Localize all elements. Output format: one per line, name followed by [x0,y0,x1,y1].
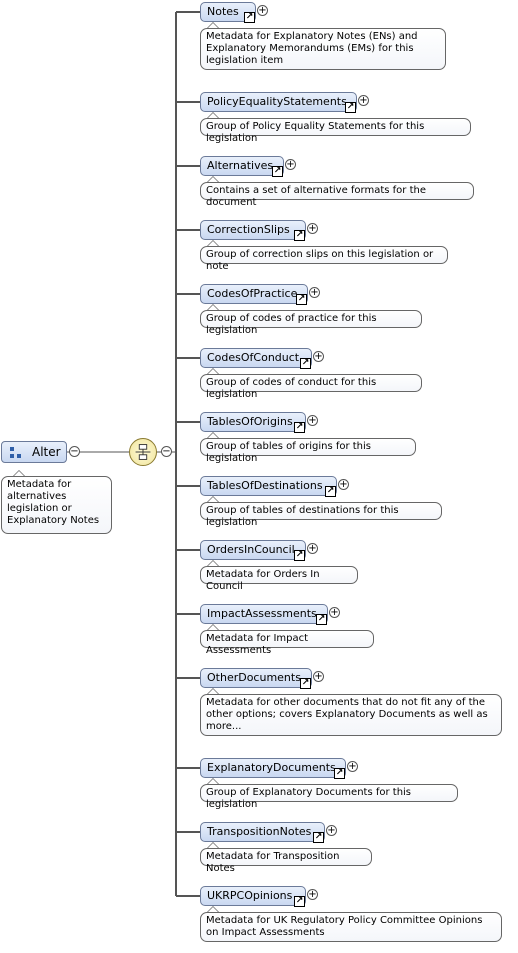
element-ordersincouncil[interactable]: OrdersInCouncil [200,540,306,560]
doc-pointer [206,432,220,439]
reference-arrow-icon: ↗ [294,550,305,561]
root-documentation: Metadata for alternatives legislation or… [1,476,112,534]
documentation-ordersincouncil: Metadata for Orders In Council [200,566,358,592]
expand-icon[interactable]: + [326,825,337,836]
element-alternatives[interactable]: Alternatives [200,156,284,176]
documentation-codesofconduct: Group of codes of conduct for this legis… [200,374,422,400]
reference-arrow-icon: ↗ [300,678,311,689]
reference-arrow-icon: ↗ [294,422,305,433]
documentation-ukrpcopinions: Metadata for UK Regulatory Policy Commit… [200,912,502,942]
expand-icon[interactable]: + [338,479,349,490]
doc-pointer [206,304,220,311]
doc-pointer [206,112,220,119]
expand-icon[interactable]: + [307,543,318,554]
element-impactassessments[interactable]: ImpactAssessments [200,604,328,624]
reference-arrow-icon: ↗ [334,768,345,779]
doc-pointer [206,842,220,849]
expand-icon[interactable]: + [309,287,320,298]
documentation-tablesoforigins: Group of tables of origins for this legi… [200,438,416,464]
documentation-otherdocuments: Metadata for other documents that do not… [200,694,502,736]
element-icon [10,447,21,458]
doc-pointer [206,240,220,247]
doc-pointer [206,624,220,631]
doc-pointer [206,22,220,29]
expand-icon[interactable]: + [347,761,358,772]
documentation-alternatives: Contains a set of alternative formats fo… [200,182,474,208]
sequence-icon [135,444,151,460]
doc-pointer [206,688,220,695]
reference-arrow-icon: ↗ [325,486,336,497]
expand-icon[interactable]: + [257,5,268,16]
documentation-tablesofdestinations: Group of tables of destinations for this… [200,502,442,528]
doc-pointer [206,176,220,183]
doc-pointer [206,906,220,913]
collapse-sequence-icon[interactable]: − [161,446,172,457]
doc-pointer [206,496,220,503]
expand-icon[interactable]: + [358,95,369,106]
root-element-alter[interactable]: Alter [1,441,67,463]
documentation-notes: Metadata for Explanatory Notes (ENs) and… [200,28,446,70]
element-transpositionnotes[interactable]: TranspositionNotes [200,822,325,842]
expand-icon[interactable]: + [329,607,340,618]
element-tablesoforigins[interactable]: TablesOfOrigins [200,412,306,432]
element-explanatorydocuments[interactable]: ExplanatoryDocuments [200,758,346,778]
reference-arrow-icon: ↗ [272,166,283,177]
expand-icon[interactable]: + [307,889,318,900]
reference-arrow-icon: ↗ [316,614,327,625]
element-ukrpcopinions[interactable]: UKRPCOpinions [200,886,306,906]
expand-icon[interactable]: + [307,223,318,234]
root-doc-pointer [12,470,26,477]
reference-arrow-icon: ↗ [294,230,305,241]
documentation-codesofpractice: Group of codes of practice for this legi… [200,310,422,336]
element-tablesofdestinations[interactable]: TablesOfDestinations [200,476,337,496]
element-otherdocuments[interactable]: OtherDocuments [200,668,312,688]
doc-pointer [206,368,220,375]
doc-pointer [206,778,220,785]
element-codesofpractice[interactable]: CodesOfPractice [200,284,308,304]
element-notes[interactable]: Notes [200,2,256,22]
collapse-root-icon[interactable]: − [69,446,80,457]
root-element-label: Alter [32,445,61,459]
documentation-impactassessments: Metadata for Impact Assessments [200,630,374,656]
doc-pointer [206,560,220,567]
documentation-explanatorydocuments: Group of Explanatory Documents for this … [200,784,458,810]
reference-arrow-icon: ↗ [296,294,307,305]
expand-icon[interactable]: + [313,671,324,682]
reference-arrow-icon: ↗ [345,102,356,113]
reference-arrow-icon: ↗ [294,896,305,907]
element-codesofconduct[interactable]: CodesOfConduct [200,348,312,368]
documentation-policyequalitystatements: Group of Policy Equality Statements for … [200,118,471,144]
documentation-correctionslips: Group of correction slips on this legisl… [200,246,448,272]
documentation-transpositionnotes: Metadata for Transposition Notes [200,848,372,874]
reference-arrow-icon: ↗ [244,12,255,23]
expand-icon[interactable]: + [313,351,324,362]
sequence-compositor[interactable] [129,438,157,466]
element-policyequalitystatements[interactable]: PolicyEqualityStatements [200,92,357,112]
element-correctionslips[interactable]: CorrectionSlips [200,220,306,240]
reference-arrow-icon: ↗ [300,358,311,369]
expand-icon[interactable]: + [307,415,318,426]
reference-arrow-icon: ↗ [313,832,324,843]
expand-icon[interactable]: + [285,159,296,170]
